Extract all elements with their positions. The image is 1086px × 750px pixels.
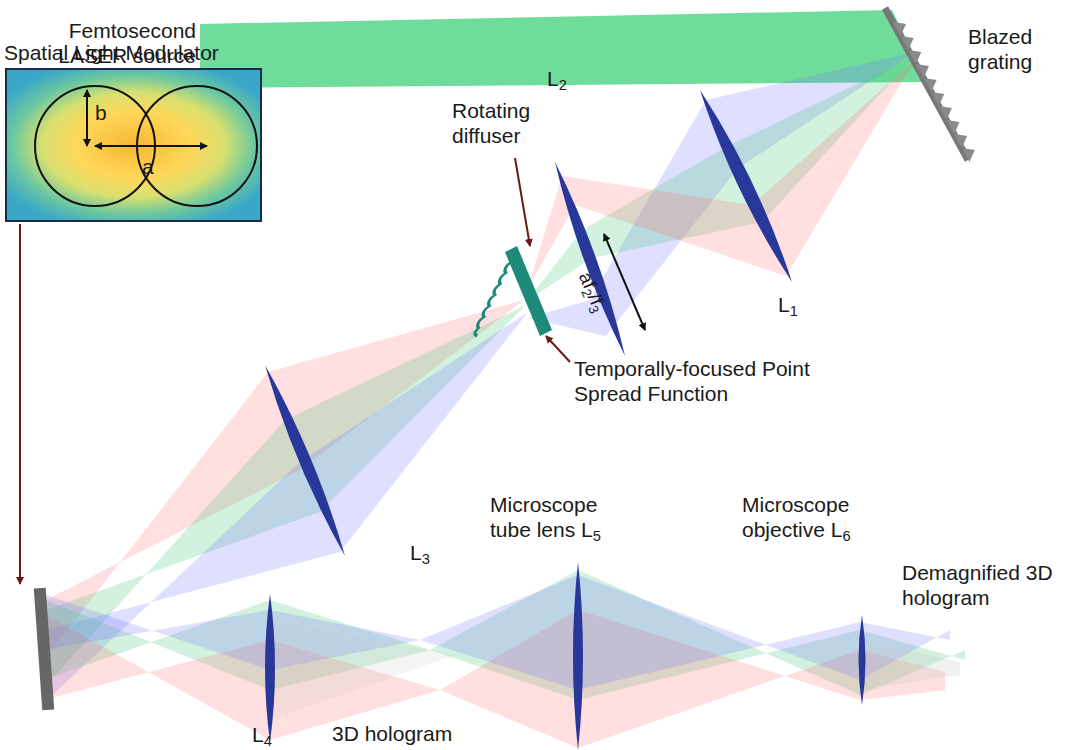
plane-label: 3D hologram: [332, 721, 452, 746]
beam: [578, 575, 860, 690]
lens-label: L3: [410, 540, 430, 565]
leader-line: [515, 158, 530, 246]
dimension-arrow: [604, 234, 645, 330]
dimension-label: b: [95, 100, 107, 125]
blazed-grating: [885, 8, 975, 162]
lens-label: L1: [778, 292, 798, 317]
beam: [44, 595, 270, 670]
part-label: Rotating diffuser: [452, 98, 562, 148]
plane-label: Demagnified 3D hologram: [902, 560, 1080, 610]
lenses: [265, 90, 866, 750]
source-label: Femtosecond LASER source: [46, 18, 196, 68]
lens-label: L2: [547, 66, 567, 91]
part-label: Blazed grating: [968, 24, 1080, 74]
dimension-label: a: [142, 154, 154, 179]
beam: [420, 575, 578, 690]
dimension-label: af2/f3: [573, 268, 612, 316]
slm-pointer: [19, 224, 21, 584]
lens: [859, 615, 866, 705]
slm-geometry: [7, 70, 260, 220]
beam: [860, 640, 960, 690]
lens-label: Microscope objective L6: [742, 492, 882, 542]
rotating-diffuser: [473, 246, 552, 336]
beam: [270, 620, 455, 720]
lens: [265, 594, 275, 742]
lens-label: Microscope tube lens L5: [490, 492, 640, 542]
lens: [573, 562, 583, 750]
lens: [700, 90, 792, 282]
slm-phase-map: Spatial Light Modulatorba: [5, 68, 262, 222]
leader-line: [546, 336, 570, 362]
lens: [265, 365, 345, 556]
slm-mirror: [34, 588, 54, 711]
lens-label: L4: [252, 722, 272, 747]
part-label: Temporally-focused Point Spread Function: [574, 356, 834, 406]
